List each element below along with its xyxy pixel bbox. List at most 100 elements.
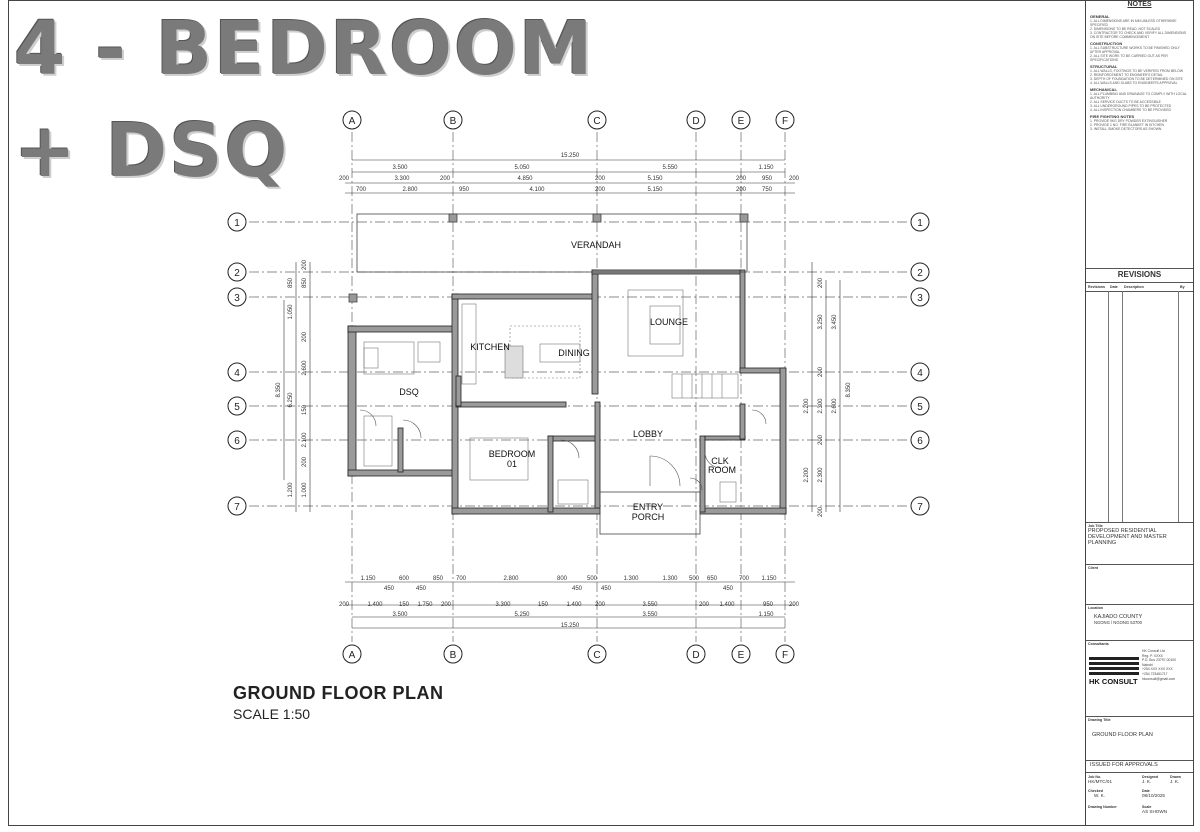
consultant-line: hkconsult@gmail.com: [1142, 676, 1176, 681]
dim-top-r1-0: 3.500: [392, 165, 408, 171]
dim-top-r2-1: 3.300: [394, 176, 410, 182]
dim-top-r3-2: 950: [459, 187, 470, 193]
dim-right-a-0: 200: [818, 277, 824, 288]
dim-top-r3-1: 2.800: [402, 187, 418, 193]
dim-top-r3-4: 200: [595, 187, 606, 193]
sheet-title-line2: + DSQ: [14, 108, 290, 194]
room-label-bedroom-2: 01: [507, 459, 517, 469]
notes-section-mechanical: MECHANICAL: [1090, 87, 1117, 92]
dim-bot-r1-10: 650: [707, 576, 718, 582]
revisions-table: Revisions Date Description By: [1086, 282, 1193, 522]
dim-bot-r1-6: 500: [587, 576, 598, 582]
dim-top-r3-3: 4.100: [529, 187, 545, 193]
dim-bot-r1-3: 700: [456, 576, 467, 582]
dim-top-r2-3: 4.850: [517, 176, 533, 182]
room-label-clk-2: ROOM: [708, 465, 736, 475]
plan-caption: GROUND FLOOR PLAN SCALE 1:50: [233, 683, 444, 722]
dim-bot-r1-1: 600: [399, 576, 410, 582]
location-value: KAJIADO COUNTY: [1094, 614, 1143, 620]
rev-col-by: By: [1180, 285, 1185, 289]
grid-label-top-c: C: [593, 116, 600, 127]
floor-plan: A B C D E F A B C D E F 1 2: [227, 110, 930, 664]
grid-label-left-4: 4: [234, 368, 240, 379]
dim-left-b-0: 6.250: [288, 392, 294, 408]
consultant-line: P.O. Box 23797-00100: [1142, 658, 1177, 663]
dim-left-a-2: 850: [302, 277, 308, 288]
dim-top-r3-6: 200: [736, 187, 747, 193]
grid-label-top-e: E: [738, 116, 745, 127]
revisions-heading: REVISIONS: [1117, 270, 1162, 279]
room-labels: VERANDAH LOUNGE KITCHEN DINING DSQ BEDRO…: [399, 240, 736, 522]
scale-value: AS SHOWN: [1142, 809, 1168, 814]
drawing-title-cell: Drawing Title GROUND FLOOR PLAN: [1086, 716, 1193, 760]
note-line: 2. DIMENSIONS TO BE READ, NOT SCALED: [1090, 27, 1161, 31]
dim-bot-r2-5: 3.300: [495, 602, 511, 608]
dim-bot-r1-8: 1.300: [662, 576, 678, 582]
drawn-label: Drawn: [1170, 775, 1181, 779]
dim-right-b-0: 8.350: [846, 382, 852, 398]
note-line: 4. ALL WALLS AND SLABS TO ENGINEER'S APP…: [1090, 81, 1178, 85]
dim-bot-r3-1: 5.250: [514, 612, 530, 618]
grid-label-right-3: 3: [917, 293, 923, 304]
grid-label-left-7: 7: [234, 502, 240, 513]
dim-top-r3-5: 5.150: [647, 187, 663, 193]
room-label-entry-2: PORCH: [632, 512, 665, 522]
grid-label-left-1: 1: [234, 218, 240, 229]
verandah-outline: [348, 213, 749, 303]
issued-cell: ISSUED FOR APPROVALS: [1086, 760, 1193, 772]
room-label-lobby: LOBBY: [633, 429, 663, 439]
notes-section-fire: FIRE FIGHTING NOTES: [1090, 114, 1135, 119]
dim-bot-r3-3: 1.150: [758, 612, 774, 618]
dim-bot-r1-11: 700: [739, 576, 750, 582]
date-value: 08/10/2025: [1142, 793, 1165, 798]
grid-label-bottom-f: F: [782, 650, 788, 661]
checked: Checked W. K.: [1088, 789, 1105, 798]
drawing-number: Drawing Number: [1088, 805, 1117, 809]
location-label: Location: [1088, 606, 1103, 610]
dim-top-r1-3: 1.150: [758, 165, 774, 171]
grid-label-top-d: D: [692, 116, 699, 127]
plan-title: GROUND FLOOR PLAN: [233, 683, 444, 703]
notes-heading: NOTES: [1127, 1, 1152, 8]
grid-label-right-6: 6: [917, 436, 923, 447]
grid-label-top-b: B: [450, 116, 457, 127]
grid-label-right-1: 1: [917, 218, 923, 229]
note-line: 1. ALL SUBSTRUCTURE WORKS TO BE FINISHED…: [1090, 46, 1180, 54]
dim-bot-r1-0: 1.150: [360, 576, 376, 582]
dim-top-r1-1: 5.050: [514, 165, 530, 171]
client-label: Client: [1088, 566, 1098, 570]
dim-bot-r2-0: 200: [339, 602, 350, 608]
dim-bot-r1-2: 850: [433, 576, 444, 582]
drawn: Drawn J. K.: [1170, 775, 1181, 784]
note-line: 1. ALL PLUMBING AND DRAINAGE TO COMPLY W…: [1090, 92, 1187, 100]
room-label-lounge: LOUNGE: [650, 317, 688, 327]
consultant-name: HK CONSULT: [1089, 677, 1138, 686]
dim-right-a-1: 3.250: [818, 314, 824, 330]
room-label-kitchen: KITCHEN: [470, 342, 510, 352]
rev-col-revisions: Revisions: [1088, 285, 1105, 289]
dim-left-a-7: 2.100: [302, 432, 308, 448]
room-label-verandah: VERANDAH: [571, 240, 621, 250]
notes-section-construction: CONSTRUCTION: [1090, 41, 1123, 46]
grid-label-bottom-a: A: [349, 650, 356, 661]
dim-top-total: 15.250: [561, 153, 580, 159]
date: Date 08/10/2025: [1142, 789, 1165, 798]
drawing-title-value: GROUND FLOOR PLAN: [1092, 732, 1153, 738]
sheet-title-line1: 4 - BEDROOM: [14, 6, 595, 92]
note-line: 1. ALL WALLS, FOOTINGS TO BE VERIFIED FR…: [1090, 69, 1184, 73]
checked-value: W. K.: [1094, 793, 1105, 798]
dim-left-a-9: 1.000: [302, 482, 308, 498]
designed-label: Designed: [1142, 775, 1159, 779]
dim-bot-r1b-2: 450: [572, 586, 583, 592]
dim-bot-r2-11: 1.400: [719, 602, 735, 608]
dim-top-r2-0: 200: [339, 176, 350, 182]
room-label-dining: DINING: [558, 348, 590, 358]
grid-label-top-a: A: [349, 116, 356, 127]
dim-bot-r2-10: 200: [699, 602, 710, 608]
porch-outline: [599, 491, 701, 535]
dim-bot-total: 15.250: [561, 623, 580, 629]
consultant-label: Consultants: [1088, 642, 1109, 646]
dimension-text-vertical: 850 200 850 1.050 200 2.600 150 2.100 20…: [276, 259, 852, 517]
dim-top-r2-6: 200: [736, 176, 747, 182]
date-label: Date: [1142, 789, 1150, 793]
